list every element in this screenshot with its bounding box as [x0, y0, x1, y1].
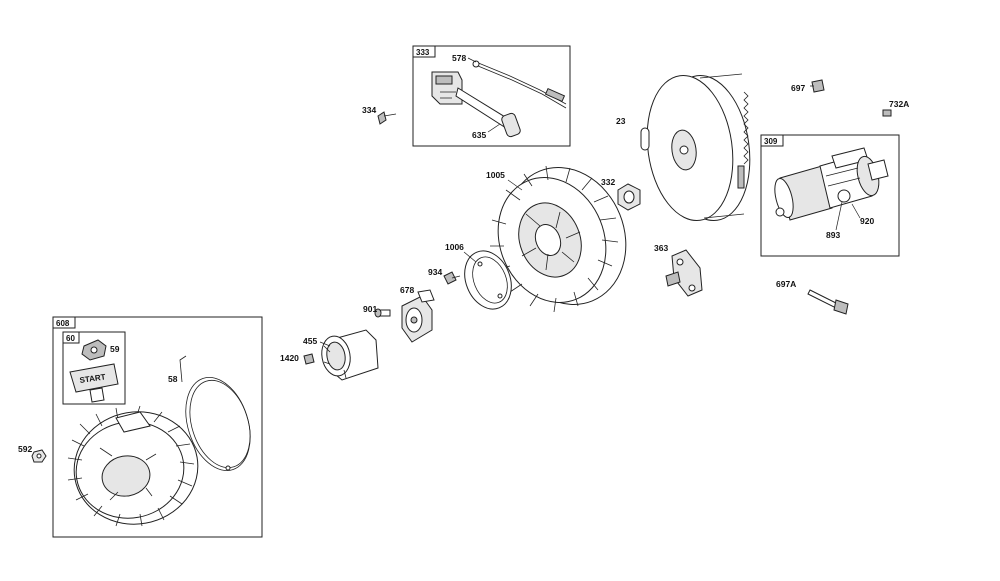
callout-893: 893	[826, 230, 840, 240]
leader-635	[487, 123, 501, 133]
callout-732A: 732A	[889, 99, 909, 109]
screen-1006	[464, 250, 512, 310]
nut-332	[617, 183, 641, 211]
callout-363: 363	[654, 243, 668, 253]
leader-920	[851, 203, 861, 219]
group-box-309-tag	[760, 134, 784, 147]
callout-901: 901	[363, 304, 377, 314]
screw-934	[443, 271, 461, 285]
callout-333: 333	[416, 48, 430, 57]
callout-60: 60	[66, 334, 75, 343]
callout-697: 697	[791, 83, 805, 93]
callout-1006: 1006	[445, 242, 464, 252]
callout-455: 455	[303, 336, 317, 346]
leader-578	[467, 57, 477, 63]
callout-23: 23	[616, 116, 626, 126]
screw-732A	[882, 109, 892, 117]
screw-1420	[303, 353, 315, 365]
flywheel-23	[640, 73, 751, 222]
callout-934: 934	[428, 267, 442, 277]
group-box-309-frame	[760, 134, 900, 257]
callout-334: 334	[362, 105, 376, 115]
callout-678: 678	[400, 285, 414, 295]
group-box-608: 608	[52, 316, 263, 538]
leader-1005	[507, 179, 523, 191]
callout-697A: 697A	[776, 279, 796, 289]
screw-901	[374, 308, 391, 318]
group-box-309: 309	[760, 134, 900, 257]
callout-920: 920	[860, 216, 874, 226]
leader-893	[835, 201, 843, 231]
callout-59: 59	[110, 344, 120, 354]
callout-635: 635	[472, 130, 486, 140]
callout-332: 332	[601, 177, 615, 187]
nut-592	[31, 449, 47, 463]
starter-motor	[774, 147, 889, 221]
group-box-333-frame	[412, 45, 571, 147]
start-handle-label: START	[79, 372, 106, 385]
callout-592: 592	[18, 444, 32, 454]
screw-334	[377, 111, 397, 125]
group-box-60-tag	[62, 331, 80, 344]
callout-578: 578	[452, 53, 466, 63]
rope-insert-59	[81, 339, 107, 361]
callout-608: 608	[56, 319, 70, 328]
callout-309: 309	[764, 137, 778, 146]
start-handle: START	[69, 363, 119, 403]
callout-1005: 1005	[486, 170, 505, 180]
cup-455	[321, 329, 379, 381]
fan-1005	[490, 165, 627, 313]
group-box-60: 60	[62, 331, 126, 405]
leader-455	[319, 341, 331, 347]
callout-1420: 1420	[280, 353, 299, 363]
group-box-333-tag	[412, 45, 436, 58]
screw-697	[810, 79, 825, 93]
group-box-333: 333	[412, 45, 571, 147]
bolt-697A	[807, 289, 849, 315]
ground-wire-578	[472, 60, 567, 109]
bracket-363	[665, 249, 703, 297]
ignition-module-635	[431, 71, 521, 138]
group-box-608-frame	[52, 316, 263, 538]
starter-cup-678	[401, 289, 435, 343]
group-box-608-tag	[52, 316, 76, 329]
group-box-60-frame	[62, 331, 126, 405]
rope-58	[179, 355, 251, 471]
callout-58: 58	[168, 374, 178, 384]
recoil-housing	[67, 405, 199, 527]
leader-1006	[463, 251, 477, 263]
